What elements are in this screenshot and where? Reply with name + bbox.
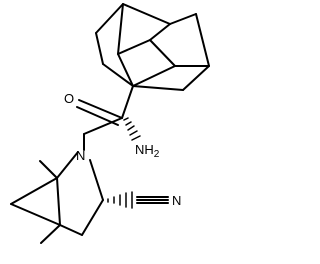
hash-line xyxy=(125,121,132,126)
bond xyxy=(182,65,210,91)
amine-text: NH xyxy=(135,142,154,157)
bond xyxy=(95,32,104,65)
azabicyclo-ring xyxy=(10,133,104,244)
amine-subscript: 2 xyxy=(154,149,160,160)
bond xyxy=(149,23,171,41)
bond xyxy=(56,151,79,179)
bond xyxy=(10,177,58,205)
nitrile-group xyxy=(107,191,169,209)
bond xyxy=(117,53,134,87)
bond xyxy=(81,199,104,236)
bond xyxy=(59,224,83,236)
bond xyxy=(195,13,210,67)
bond xyxy=(56,177,61,226)
amine-label: NH2 xyxy=(135,142,160,160)
bond xyxy=(117,39,151,55)
hashed-wedge-bond xyxy=(123,117,141,141)
bond xyxy=(169,13,197,25)
bond xyxy=(117,3,124,55)
atom-labels: O N NH2 N xyxy=(64,91,181,208)
hash-line xyxy=(131,135,141,141)
hash-line xyxy=(123,117,129,121)
bond xyxy=(10,203,61,226)
double-bond-c-o xyxy=(76,106,119,126)
hash-line xyxy=(127,125,135,131)
adamantane-cage xyxy=(95,3,210,91)
bond xyxy=(95,3,124,34)
hash-line xyxy=(129,130,138,136)
bond xyxy=(83,117,123,135)
amino-acyl-group xyxy=(76,85,141,141)
nitrogen-label: N xyxy=(76,148,85,163)
oxygen-label: O xyxy=(64,91,74,106)
bond xyxy=(149,39,176,67)
stereo-bond xyxy=(40,224,61,244)
bond xyxy=(121,85,134,119)
bond xyxy=(122,3,171,25)
hashed-wedge-bond xyxy=(107,191,133,209)
nitrile-nitrogen-label: N xyxy=(172,193,181,208)
molecule-structure: O N NH2 N xyxy=(10,3,210,244)
stereo-bond xyxy=(39,160,58,179)
bond xyxy=(132,65,176,87)
bond xyxy=(102,63,134,87)
bond xyxy=(89,159,104,201)
bond xyxy=(132,85,184,91)
double-bond-c-o xyxy=(78,99,123,119)
